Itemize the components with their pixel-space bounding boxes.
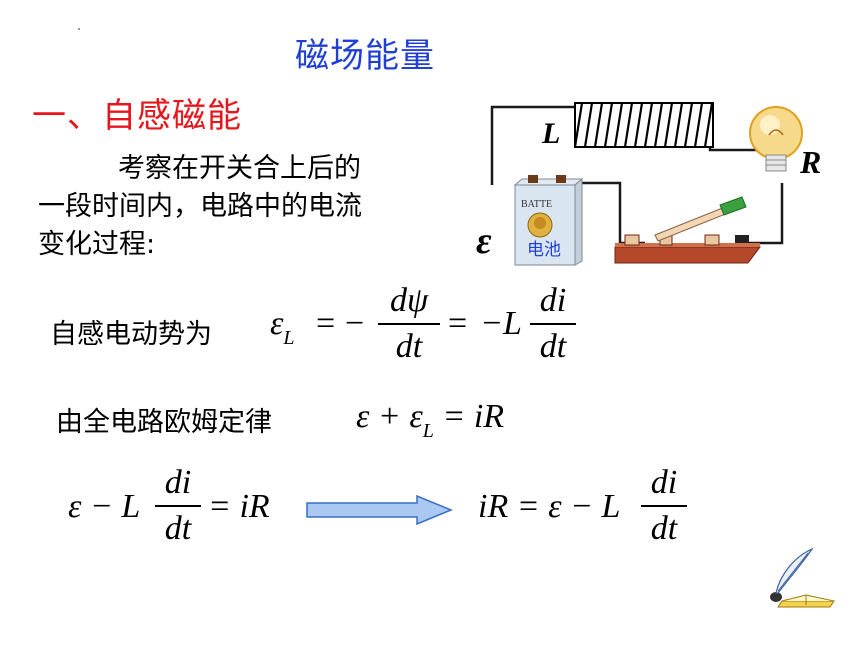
battery-label: 电池 <box>527 240 561 260</box>
eq1-fraction-1-numerator: dψ <box>389 282 429 319</box>
decorative-dot <box>78 28 80 30</box>
eq3-left-denominator: dt <box>164 510 192 547</box>
eq3-left-numerator: di <box>164 464 192 501</box>
inductor-coil <box>573 102 714 148</box>
eq1-equals-2: = <box>448 305 468 342</box>
eq2-expr-subscript: L <box>422 420 434 442</box>
bulb-icon <box>749 106 803 172</box>
eq1-fraction-2-denominator: dt <box>539 328 567 365</box>
resistor-label: R <box>799 144 821 180</box>
eq3-right-bar <box>641 505 687 507</box>
battery-icon <box>513 175 584 266</box>
eq3-left-suffix: = iR <box>208 488 270 525</box>
eq2-expr-a: ε + ε <box>356 398 423 435</box>
implies-arrow-icon <box>306 494 453 526</box>
intro-paragraph: 考察在开关合上后的 一段时间内，电路中的电流 变化过程: <box>38 150 458 264</box>
intro-line-3: 变化过程: <box>38 229 156 260</box>
eq1-fraction-1-bar <box>378 323 440 325</box>
eq3-right-prefix: iR = ε − L <box>478 488 621 525</box>
eq1-lhs-subscript: L <box>283 327 295 349</box>
eq1-fraction-2: di dt <box>530 282 576 366</box>
emf-label: ε <box>476 220 492 262</box>
eq1-fraction-1: dψ dt <box>378 282 440 366</box>
eq1-minus: − <box>345 305 365 342</box>
eq1-fraction-2-numerator: di <box>539 282 567 319</box>
eq2-expression: ε + εL = iR <box>356 398 505 442</box>
eq1-fraction-2-bar <box>530 323 576 325</box>
intro-line-1: 考察在开关合上后的 <box>118 153 361 184</box>
eq1-fraction-1-denominator: dt <box>395 328 423 365</box>
eq1-lhs: εL <box>270 305 295 353</box>
quill-book-icon <box>770 547 835 608</box>
eq3-right-denominator: dt <box>650 510 678 547</box>
switch-icon <box>614 196 761 264</box>
eq2-label: 由全电路欧姆定律 <box>56 407 272 438</box>
eq3-left-prefix: ε − L <box>68 488 141 525</box>
eq3-right-numerator: di <box>650 464 678 501</box>
eq1-equals: = <box>316 305 336 342</box>
page-title: 磁场能量 <box>295 36 435 76</box>
battery-brand: BATTE <box>521 199 552 210</box>
eq1-label: 自感电动势为 <box>50 319 212 350</box>
eq3-left-bar <box>155 505 201 507</box>
intro-line-2: 一段时间内，电路中的电流 <box>38 191 362 222</box>
circuit-diagram: L R BATTE 电池 ε <box>476 102 821 266</box>
inductor-label: L <box>541 117 560 150</box>
eq2-expr-b: = iR <box>442 398 505 435</box>
eq1-rhs-prefix: −L <box>480 305 522 342</box>
eq1-lhs-symbol: ε <box>270 305 284 342</box>
section-heading: 一、自感磁能 <box>32 96 242 136</box>
eq3-left-fraction: di dt <box>155 464 201 548</box>
eq3-right-fraction: di dt <box>641 464 687 548</box>
